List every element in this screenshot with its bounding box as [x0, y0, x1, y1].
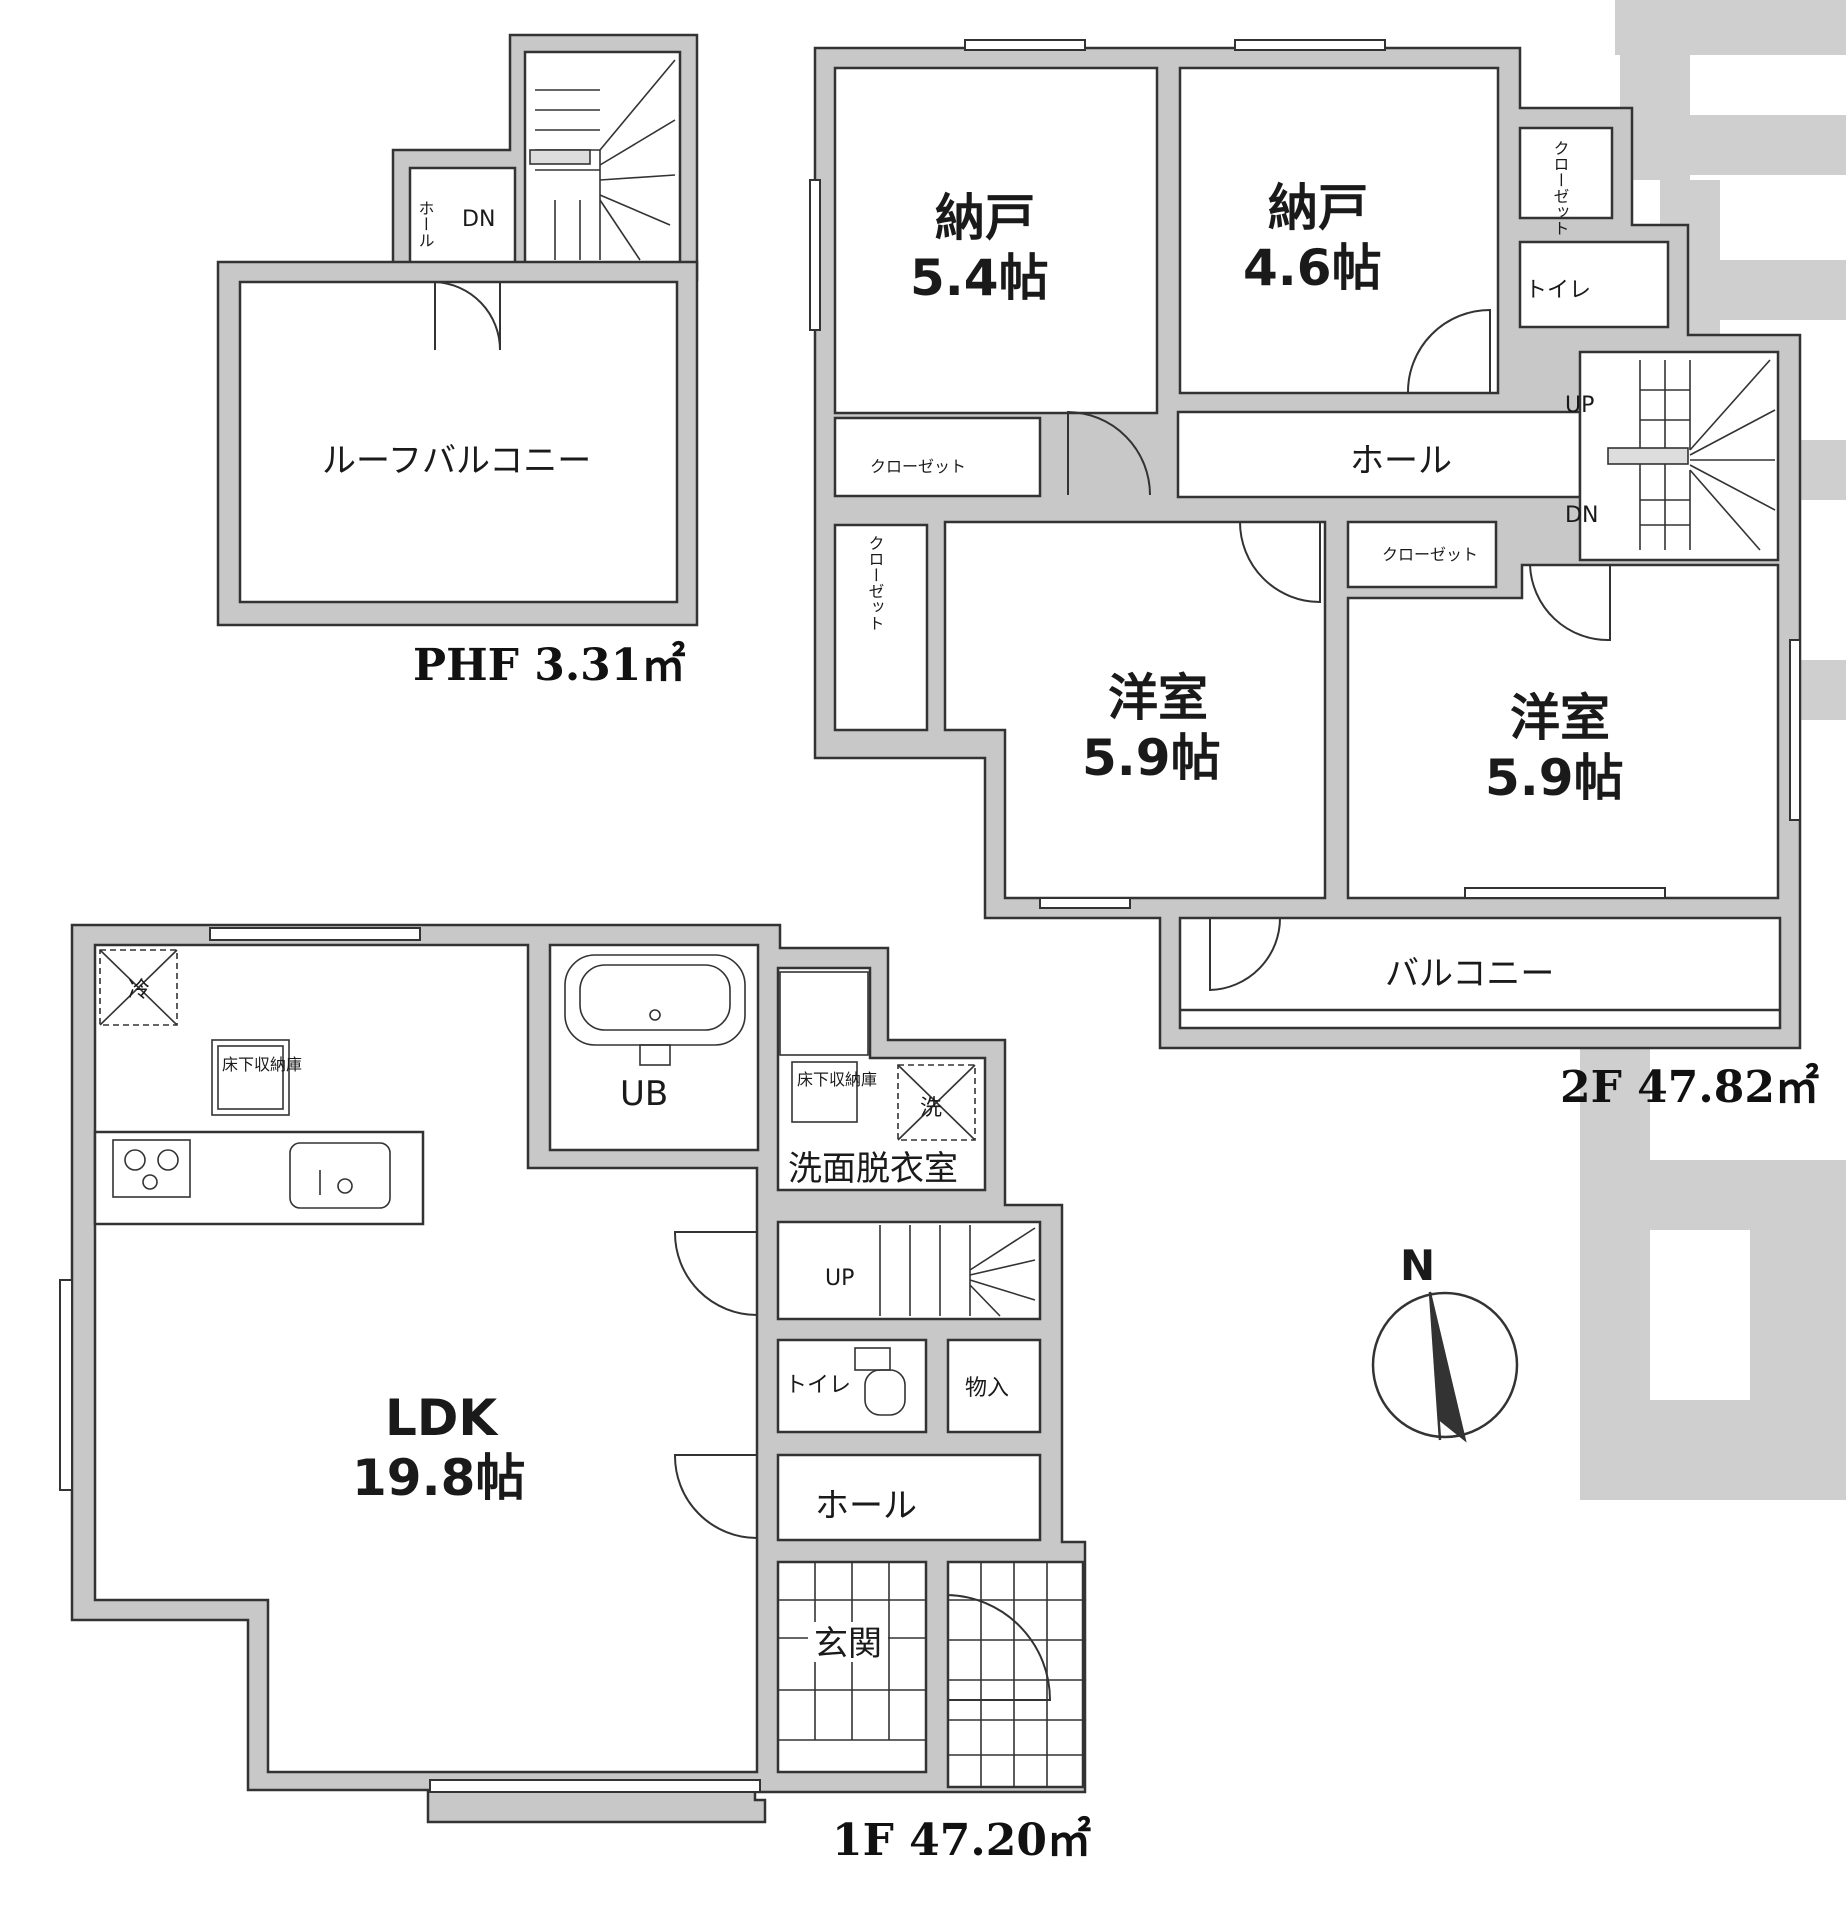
western-a-room — [943, 520, 1327, 900]
phf-area-label: PHF 3.31㎡ — [413, 640, 685, 691]
entrance-label: 玄関 — [814, 1624, 882, 1664]
f2-toilet-room — [1518, 240, 1670, 329]
fridge-icon: 冷 — [99, 949, 178, 1026]
closet-v-label: クローゼット — [866, 535, 885, 631]
storage-b-size: 4.6帖 — [1243, 239, 1382, 297]
washroom-basin — [779, 971, 869, 1056]
f2-windows — [809, 39, 1801, 909]
balcony-label: バルコニー — [1385, 954, 1554, 994]
f2-up-label: UP — [1565, 393, 1594, 418]
closet-top-label: クローゼット — [1551, 140, 1570, 236]
closet-top-room — [1518, 126, 1614, 220]
f2-area-label: 2F 47.82㎡ — [1560, 1062, 1819, 1113]
closet-small-label: クローゼット — [1382, 545, 1478, 564]
ldk-size: 19.8帖 — [352, 1449, 525, 1507]
f2-doors — [1067, 308, 1611, 992]
ub-room — [548, 943, 760, 1152]
bathtub-icon — [564, 954, 746, 1066]
underfloor-storage-kitchen: 床下収納庫 — [211, 1039, 302, 1116]
svg-text:床下収納庫: 床下収納庫 — [797, 1070, 877, 1089]
north-compass-icon: N — [1371, 1241, 1519, 1443]
toilet-icon — [854, 1347, 906, 1416]
f1-hall-label: ホール — [815, 1486, 917, 1526]
western-a-size: 5.9帖 — [1082, 729, 1221, 787]
phf-dn-label: DN — [462, 207, 495, 232]
f1-hall-door — [673, 1454, 758, 1539]
f1-storage-room — [946, 1338, 1042, 1434]
storage-a-size: 5.4帖 — [910, 249, 1049, 307]
f1-stair-door — [673, 1231, 758, 1316]
closet-h-label: クローゼット — [870, 457, 966, 476]
second-floor: クローゼット クローゼット トイレ ホール UP — [809, 39, 1819, 1113]
closet-h-room — [833, 416, 1042, 498]
underfloor-storage-washroom: 床下収納庫 — [791, 1061, 877, 1123]
roof-balcony-room — [238, 280, 679, 604]
f2-dn-label: DN — [1565, 503, 1598, 528]
porch — [946, 1560, 1085, 1789]
western-a-name: 洋室 — [1108, 669, 1208, 727]
phf-stairs — [529, 59, 676, 261]
f1-up-label: UP — [825, 1266, 854, 1291]
f1-hall-room — [776, 1453, 1042, 1542]
f1-toilet-room — [776, 1338, 928, 1434]
closet-v-room — [833, 523, 929, 732]
entrance-door — [947, 1562, 1052, 1701]
storage-a-name: 納戸 — [935, 189, 1035, 247]
western-b-size: 5.9帖 — [1485, 749, 1624, 807]
f1-storage-label: 物入 — [965, 1376, 1009, 1401]
stove-icon — [112, 1139, 191, 1198]
washroom-room — [776, 966, 987, 1192]
washroom-label: 洗面脱衣室 — [788, 1149, 958, 1189]
f1-stairs — [879, 1225, 1036, 1317]
f2-hall-label: ホール — [1350, 441, 1452, 481]
storage-a-room — [833, 66, 1159, 415]
storage-b-name: 納戸 — [1268, 179, 1368, 237]
storage-b-room — [1178, 66, 1500, 395]
fridge-label: 冷 — [128, 978, 150, 1003]
f1-area-label: 1F 47.20㎡ — [832, 1815, 1091, 1866]
washer-label: 洗 — [920, 1096, 942, 1121]
western-b-room — [1346, 563, 1780, 900]
f2-stairs — [1607, 359, 1776, 551]
phf-hall-label: ホール — [416, 200, 435, 248]
f1-toilet-label: トイレ — [785, 1373, 851, 1398]
phf-door — [434, 281, 502, 351]
svg-text:床下収納庫: 床下収納庫 — [222, 1055, 302, 1074]
roof-balcony-label: ルーフバルコニー — [322, 441, 591, 481]
western-b-name: 洋室 — [1510, 689, 1610, 747]
f2-toilet-label: トイレ — [1525, 278, 1591, 303]
first-floor: 冷 床下収納庫 LDK 19.8帖 UB 床下収納庫 洗 — [59, 923, 1091, 1866]
sink-icon — [289, 1142, 391, 1209]
f1-windows — [59, 927, 761, 1793]
compass-n-label: N — [1400, 1241, 1435, 1290]
ldk-name: LDK — [385, 1389, 499, 1447]
f1-stair-room — [776, 1220, 1042, 1321]
phf-floor: ホール DN ルーフバルコニー PHF 3.31㎡ — [216, 33, 699, 691]
washer-icon: 洗 — [897, 1064, 976, 1141]
closet-small-room — [1346, 520, 1498, 589]
phf-hall-room — [408, 166, 517, 265]
porch-tiles — [948, 1562, 1083, 1787]
ub-label: UB — [620, 1074, 668, 1114]
